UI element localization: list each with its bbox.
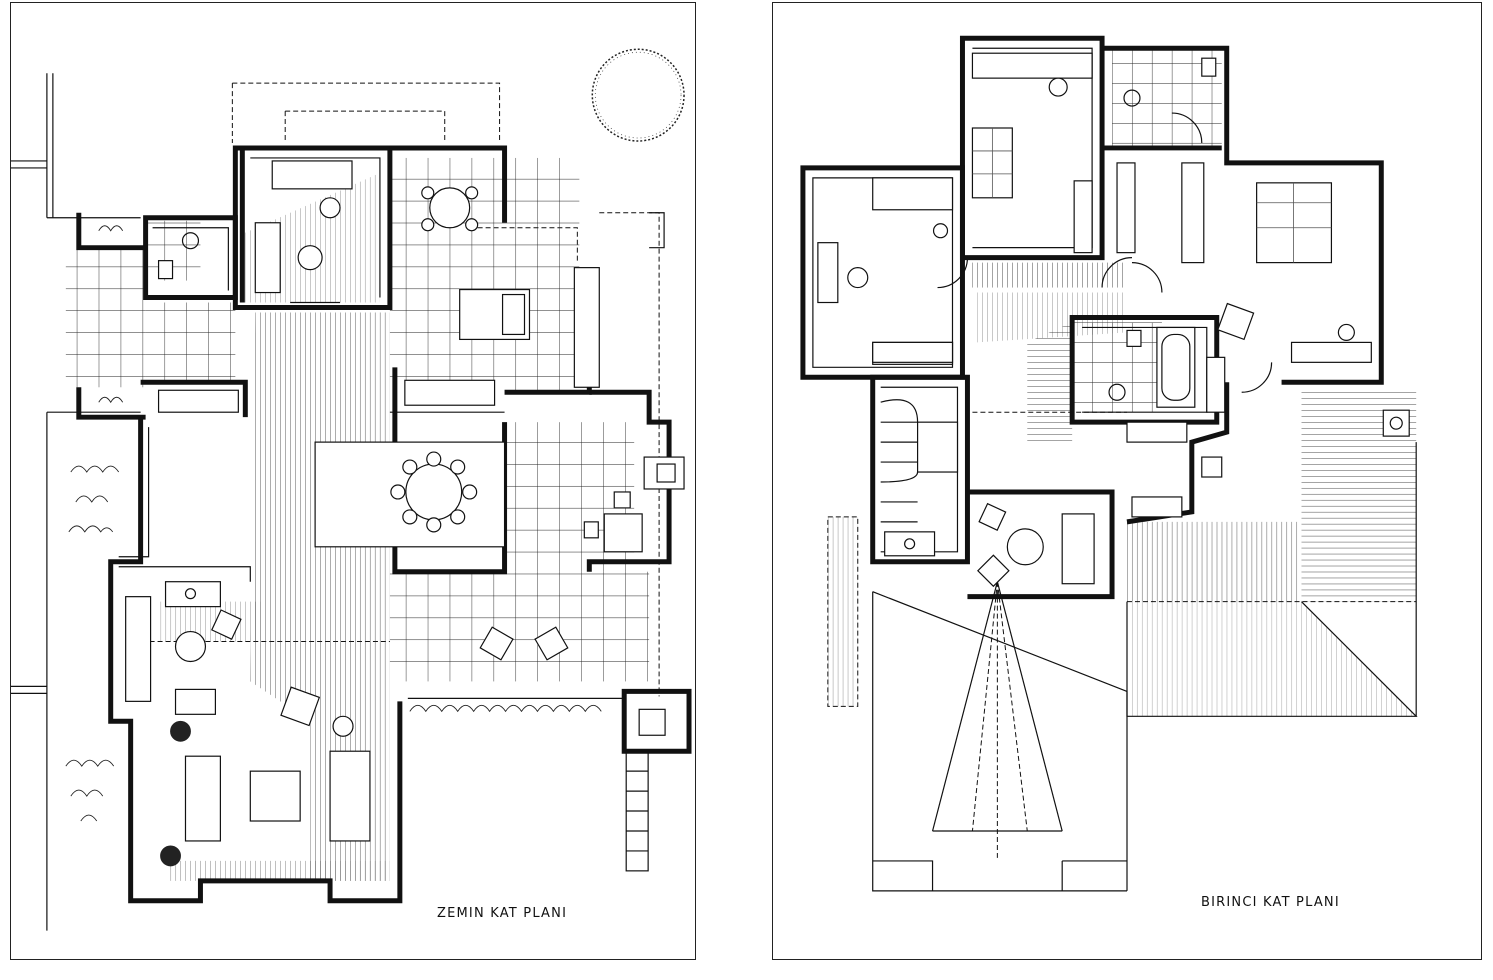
ground-floor-sheet: ZEMIN KAT PLANI [10, 2, 696, 960]
chimney-outline [649, 212, 665, 249]
first-floor-title: BIRINCI KAT PLANI [1201, 895, 1340, 910]
sun-symbol [591, 48, 685, 142]
terrace-tiles-lower [389, 571, 650, 682]
first-floor-sheet: BIRINCI KAT PLANI [772, 2, 1482, 960]
roof-hatch-left [827, 516, 858, 707]
first-floor-doors [937, 112, 1273, 393]
ground-floor-walls [76, 145, 692, 904]
corridor-hatch [972, 262, 1127, 288]
first-floor-walls [800, 35, 1384, 600]
fireplace-hatch [160, 601, 261, 642]
roof-hatch-lower [1127, 601, 1417, 717]
ground-floor-title: ZEMIN KAT PLANI [437, 906, 568, 921]
view-cone-lines [931, 581, 1063, 861]
kitchen-tiles [389, 157, 580, 393]
corridor-hatch-2 [977, 292, 1127, 343]
hall-tiles [145, 302, 236, 383]
bath2-tiles [1072, 322, 1162, 413]
first-floor-furniture [817, 52, 1410, 588]
first-floor-plan [800, 35, 1418, 892]
entry-tiles [65, 247, 146, 388]
roof-hatch-center [1127, 521, 1302, 602]
ground-floor-furniture [125, 160, 685, 872]
living-hatch-bottom [170, 860, 390, 881]
ground-floor-plan [11, 48, 692, 931]
stair-hatch [1027, 322, 1073, 443]
landscape-plants [65, 225, 602, 867]
first-floor-overhangs [827, 411, 1417, 707]
site-boundary [11, 73, 141, 931]
